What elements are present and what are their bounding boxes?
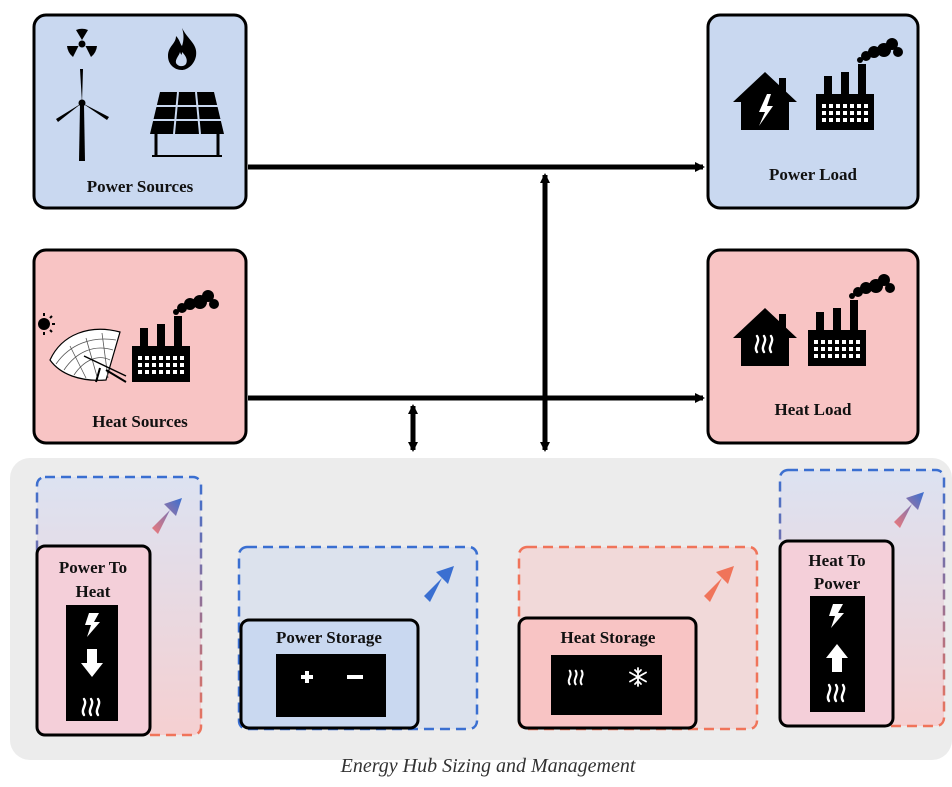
power-storage-unit: Power Storage — [237, 545, 479, 731]
sizing-arrow-icon — [152, 498, 182, 534]
solar-dish-icon — [49, 328, 127, 383]
fire-icon — [168, 28, 197, 70]
heat-sources-box: Heat Sources — [32, 248, 248, 445]
heat-storage-label: Heat Storage — [561, 628, 656, 647]
battery-panel — [276, 654, 386, 717]
plus-icon — [301, 671, 313, 683]
arrow-up-icon — [826, 644, 848, 672]
solar-panel-icon — [150, 91, 224, 157]
power-load-box: Power Load — [706, 13, 920, 210]
heat-sources-label: Heat Sources — [92, 412, 188, 431]
wind-turbine-icon — [56, 69, 109, 161]
arrow-down-icon — [81, 649, 103, 677]
radiation-icon — [67, 28, 97, 57]
house-heat-icon — [733, 308, 797, 366]
sizing-arrow-icon — [704, 566, 734, 602]
hub-caption: Energy Hub Sizing and Management — [340, 755, 636, 777]
power-sources-box: Power Sources — [32, 13, 248, 210]
heat-to-power-label-line2: Power — [814, 574, 861, 593]
power-sources-label: Power Sources — [87, 177, 194, 196]
heat-to-power-label-line1: Heat To — [808, 551, 865, 570]
snowflake-icon — [629, 667, 647, 687]
sizing-arrow-icon — [894, 492, 924, 528]
heat-load-label: Heat Load — [775, 400, 853, 419]
heat-load-box: Heat Load — [706, 248, 920, 445]
house-lightning-icon — [733, 72, 797, 130]
power-load-label: Power Load — [769, 165, 858, 184]
thermal-panel — [551, 655, 662, 715]
sun-icon — [38, 313, 55, 335]
sizing-arrow-icon — [424, 566, 454, 602]
power-to-heat-label-line2: Heat — [76, 582, 111, 601]
minus-icon — [347, 675, 363, 679]
heat-storage-unit: Heat Storage — [517, 545, 759, 731]
power-to-heat-unit: Power To Heat — [35, 475, 203, 737]
power-to-heat-label-line1: Power To — [59, 558, 127, 577]
power-storage-label: Power Storage — [276, 628, 382, 647]
heat-to-power-unit: Heat To Power — [778, 468, 946, 728]
